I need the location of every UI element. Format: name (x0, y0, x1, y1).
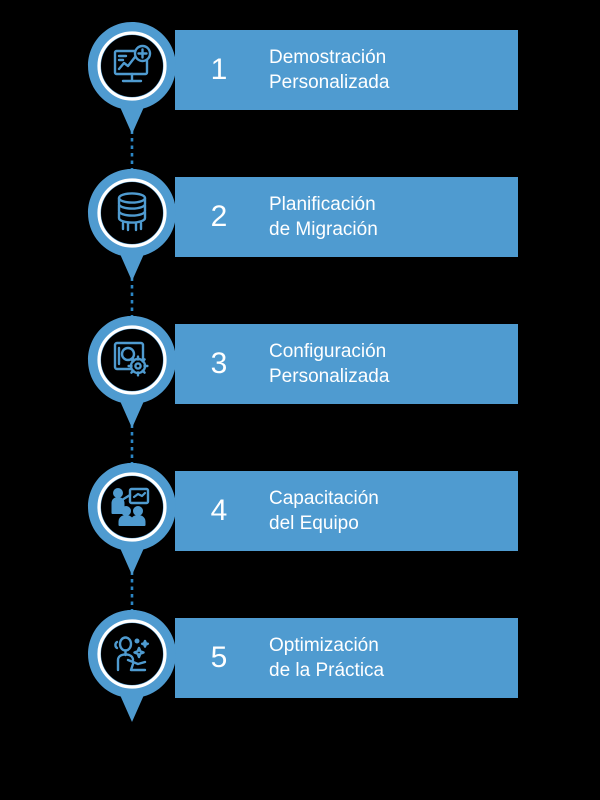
step-label: Demostración Personalizada (269, 45, 389, 96)
step-bar[interactable]: 5 Optimización de la Práctica (175, 618, 518, 698)
step-label-line1: Demostración (269, 46, 387, 68)
step-label-line1: Planificación (269, 193, 376, 215)
step-marker-pin[interactable] (84, 167, 180, 287)
step-number: 2 (210, 200, 228, 233)
database-migration-icon (117, 192, 147, 232)
screen-gear-settings-icon (113, 341, 149, 377)
step-bar[interactable]: 3 Configuración Personalizada (175, 324, 518, 404)
step-number: 5 (210, 641, 228, 674)
step-label: Configuración Personalizada (269, 339, 389, 390)
step-number: 4 (210, 494, 228, 527)
step-label-line2: Personalizada (269, 366, 390, 387)
step-label-line2: de la Práctica (269, 660, 385, 681)
step-marker-pin[interactable] (84, 461, 180, 581)
step-label-line2: Personalizada (269, 72, 390, 93)
monitor-chart-plus-icon (113, 44, 152, 83)
step-bar[interactable]: 1 Demostración Personalizada (175, 30, 518, 110)
step-label: Planificación de Migración (269, 192, 378, 243)
step-bar[interactable]: 2 Planificación de Migración (175, 177, 518, 257)
process-step[interactable]: 2 Planificación de Migración (0, 167, 600, 287)
process-step[interactable]: 4 Capacitación del Equipo (0, 461, 600, 581)
step-label-line1: Capacitación (269, 487, 379, 509)
step-bar[interactable]: 4 Capacitación del Equipo (175, 471, 518, 551)
step-label-line1: Configuración (269, 340, 387, 362)
process-step[interactable]: 3 Configuración Personalizada (0, 314, 600, 434)
person-optimization-sparkle-icon (114, 636, 149, 672)
process-step[interactable]: 5 Optimización de la Práctica (0, 608, 600, 728)
step-marker-pin[interactable] (84, 608, 180, 728)
step-number: 1 (210, 53, 228, 86)
process-step[interactable]: 1 Demostración Personalizada (0, 20, 600, 140)
presenter-training-icon (111, 487, 150, 526)
step-label: Optimización de la Práctica (269, 633, 384, 684)
step-number: 3 (210, 347, 228, 380)
step-label: Capacitación del Equipo (269, 486, 379, 537)
step-label-line2: de Migración (269, 219, 378, 240)
step-label-line2: del Equipo (269, 513, 359, 534)
step-label-line1: Optimización (269, 634, 379, 656)
step-marker-pin[interactable] (84, 314, 180, 434)
step-marker-pin[interactable] (84, 20, 180, 140)
